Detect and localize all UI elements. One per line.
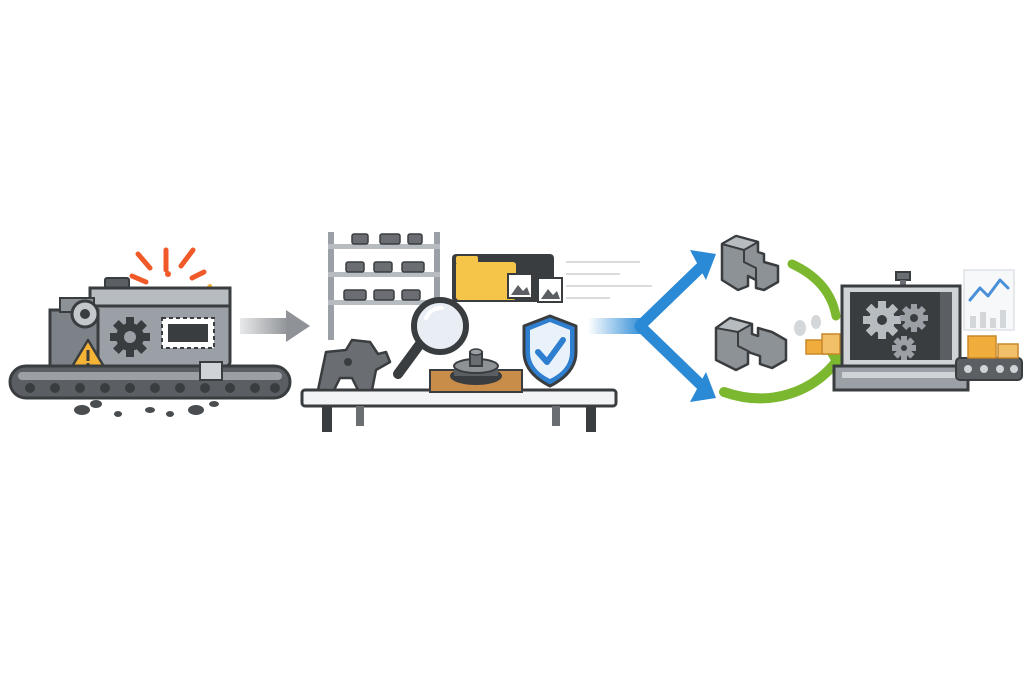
broken-part-icon <box>316 338 392 392</box>
gear-icon-medium <box>900 304 928 332</box>
part-block-icon-top <box>720 234 780 292</box>
growth-chart-icon <box>963 269 1015 331</box>
broken-machine-icon <box>8 247 292 417</box>
gear-icon-large <box>863 301 901 339</box>
gear-icon-small <box>892 336 916 360</box>
inspection-bench-icon <box>300 232 652 432</box>
part-block-icon-bottom <box>714 316 788 372</box>
output-conveyor <box>955 335 1023 381</box>
faded-parts <box>794 315 821 336</box>
gray-arrow-icon <box>240 310 310 342</box>
magnifier-icon <box>393 297 469 379</box>
boxes-left <box>805 333 841 355</box>
gear-part-icon <box>450 348 502 385</box>
alert-rays-icon <box>129 247 207 285</box>
photo-icon <box>507 273 533 299</box>
folder-icon <box>452 254 563 303</box>
parts-shelf <box>328 232 440 340</box>
debris-pieces <box>74 400 219 417</box>
gear-icon <box>110 317 150 357</box>
machine-gears-icon <box>832 271 970 392</box>
blue-split-arrow-icon <box>588 250 716 402</box>
shield-check-icon <box>522 314 578 388</box>
photo-icon-2 <box>537 277 563 303</box>
